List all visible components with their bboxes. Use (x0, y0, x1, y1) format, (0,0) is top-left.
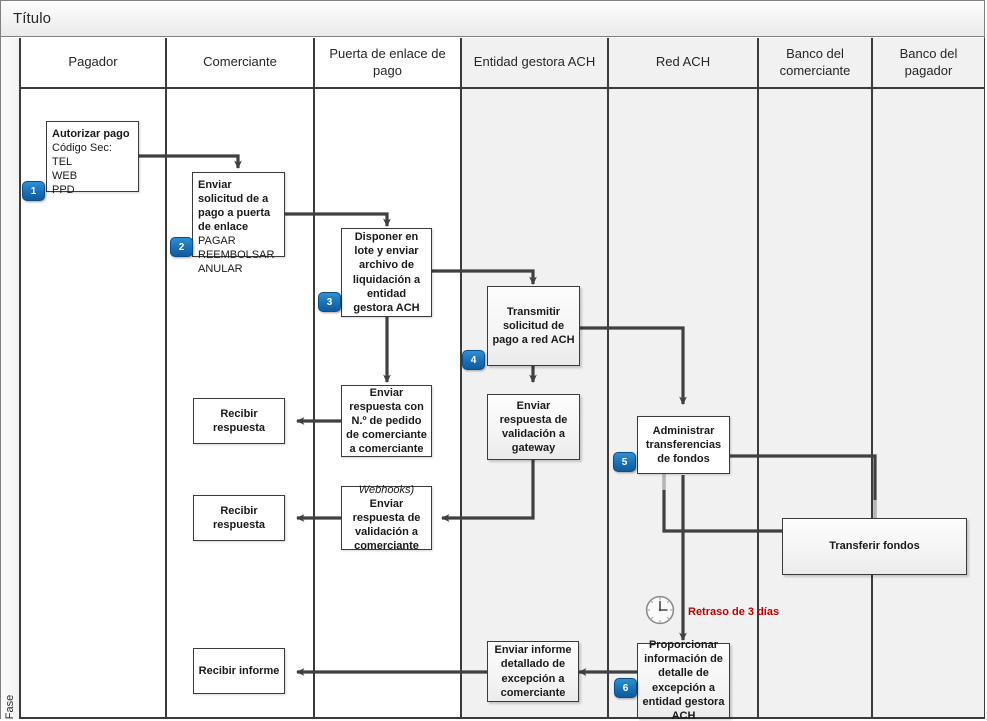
node-line: TEL (52, 156, 73, 169)
node-line: PAGAR (198, 235, 236, 248)
node-title: Enviar respuesta con N.º de pedido de co… (346, 386, 427, 456)
node-administrar-transferencias[interactable]: Administrar transferencias de fondos (637, 416, 730, 474)
lane-comerciante: Comerciante (166, 38, 314, 719)
delay-annotation: Retraso de 3 días (688, 606, 780, 618)
clock-icon (645, 595, 675, 625)
node-autorizar-pago[interactable]: Autorizar pago Código Sec: TEL WEB PPD (46, 121, 139, 196)
lane-pagador: Pagador (20, 38, 166, 719)
node-enviar-solicitud-pago[interactable]: Enviar solicitud de a pago a puerta de e… (192, 172, 285, 275)
node-title: Proporcionar información de detalle de e… (642, 639, 725, 721)
node-proporcionar-informacion-excepcion[interactable]: Proporcionar información de detalle de e… (637, 639, 730, 721)
title-bar: Título (1, 1, 984, 37)
node-enviar-informe-excepcion[interactable]: Enviar informe detallado de excepción a … (487, 641, 579, 702)
lane-header-label: Red ACH (609, 38, 757, 89)
node-title: Administrar transferencias de fondos (645, 424, 722, 466)
node-line: Código Sec: (52, 142, 112, 155)
node-title: Enviar respuesta de validación a gateway (499, 399, 568, 455)
node-title: Recibir respuesta (213, 407, 265, 434)
lane-banco-pagador: Banco del pagador (872, 38, 985, 719)
node-title: Enviar informe detallado de excepción a … (494, 644, 572, 699)
node-recibir-respuesta-1[interactable]: Recibir respuesta (193, 398, 285, 444)
node-title: Autorizar pago (52, 128, 130, 140)
step-badge-6: 6 (614, 678, 637, 698)
lane-body (609, 89, 757, 719)
lane-header-label: Banco del pagador (873, 38, 984, 89)
node-transmitir-solicitud[interactable]: Transmitir solicitud de pago a red ACH (487, 286, 580, 366)
node-line: REEMBOLSAR (198, 249, 275, 262)
lane-body (759, 89, 871, 719)
node-disponer-en-lote[interactable]: Disponer en lote y enviar archivo de liq… (341, 228, 432, 317)
node-enviar-respuesta-pedido[interactable]: Enviar respuesta con N.º de pedido de co… (341, 385, 432, 457)
node-line: PPD (52, 184, 75, 197)
lane-body (873, 89, 984, 719)
lane-puerta-enlace-pago: Puerta de enlace de pago (314, 38, 461, 719)
node-title: Recibir informe (198, 664, 280, 677)
step-badge-2: 2 (170, 237, 193, 257)
phase-label: Fase (4, 694, 16, 720)
node-title: Enviar respuesta de validación a comerci… (352, 497, 421, 553)
step-badge-5: 5 (613, 452, 636, 472)
node-respuesta-validacion-gateway[interactable]: Enviar respuesta de validación a gateway (487, 394, 580, 460)
step-badge-4: 4 (462, 350, 485, 370)
node-recibir-informe[interactable]: Recibir informe (193, 648, 285, 694)
page-title: Título (13, 10, 52, 27)
node-line: WEB (52, 170, 78, 183)
lane-entidad-gestora-ach: Entidad gestora ACH (461, 38, 608, 719)
node-italic-line: Webhooks) (358, 483, 415, 496)
node-title: Transmitir solicitud de pago a red ACH (492, 305, 575, 347)
lane-bottom-border (20, 717, 985, 719)
lane-header-label: Pagador (21, 38, 165, 89)
node-title: Enviar solicitud de a pago a puerta de e… (198, 179, 271, 234)
lane-header-label: Puerta de enlace de pago (315, 38, 460, 89)
node-title: Transferir fondos (829, 540, 920, 553)
lane-header-label: Banco del comerciante (759, 38, 871, 89)
lane-header-label: Comerciante (167, 38, 313, 89)
node-title: Disponer en lote y enviar archivo de liq… (352, 231, 421, 314)
step-badge-3: 3 (318, 292, 341, 312)
lane-banco-comerciante: Banco del comerciante (758, 38, 872, 719)
node-webhook-respuesta-validacion[interactable]: Webhooks) Enviar respuesta de validación… (341, 483, 432, 553)
node-transferir-fondos[interactable]: Transferir fondos (782, 518, 967, 575)
phase-strip: Fase (1, 38, 20, 719)
lane-header-label: Entidad gestora ACH (462, 38, 607, 89)
node-recibir-respuesta-2[interactable]: Recibir respuesta (193, 495, 285, 541)
node-line: ANULAR (198, 263, 243, 276)
node-title: Recibir respuesta (213, 504, 265, 531)
step-badge-1: 1 (22, 181, 45, 201)
